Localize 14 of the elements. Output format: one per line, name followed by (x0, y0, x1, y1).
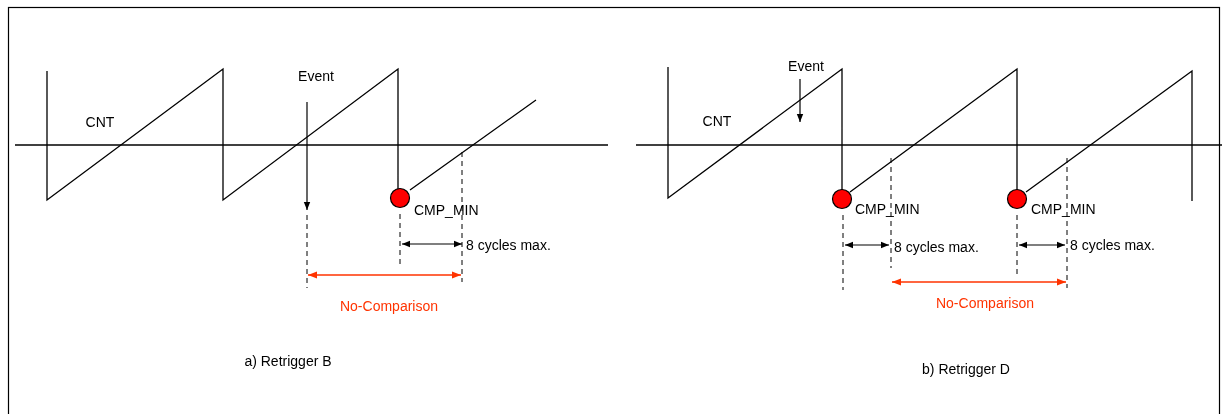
axis-label: Event (788, 58, 824, 74)
axis-label: a) Retrigger B (244, 353, 332, 369)
axis-label: b) Retrigger D (922, 361, 1010, 377)
interval-label: No-Comparison (340, 298, 438, 314)
axis-label: CMP_MIN (414, 202, 479, 218)
axis-label: 8 cycles max. (1070, 237, 1155, 253)
axis-label: CMP_MIN (1031, 201, 1096, 217)
axis-label: CMP_MIN (855, 201, 920, 217)
interval-label: No-Comparison (936, 295, 1034, 311)
axis-label: CNT (702, 113, 732, 129)
axis-label: Event (298, 68, 334, 84)
axis-label: 8 cycles max. (466, 237, 551, 253)
axis-label: 8 cycles max. (894, 239, 979, 255)
axis-label: CNT (85, 114, 115, 130)
